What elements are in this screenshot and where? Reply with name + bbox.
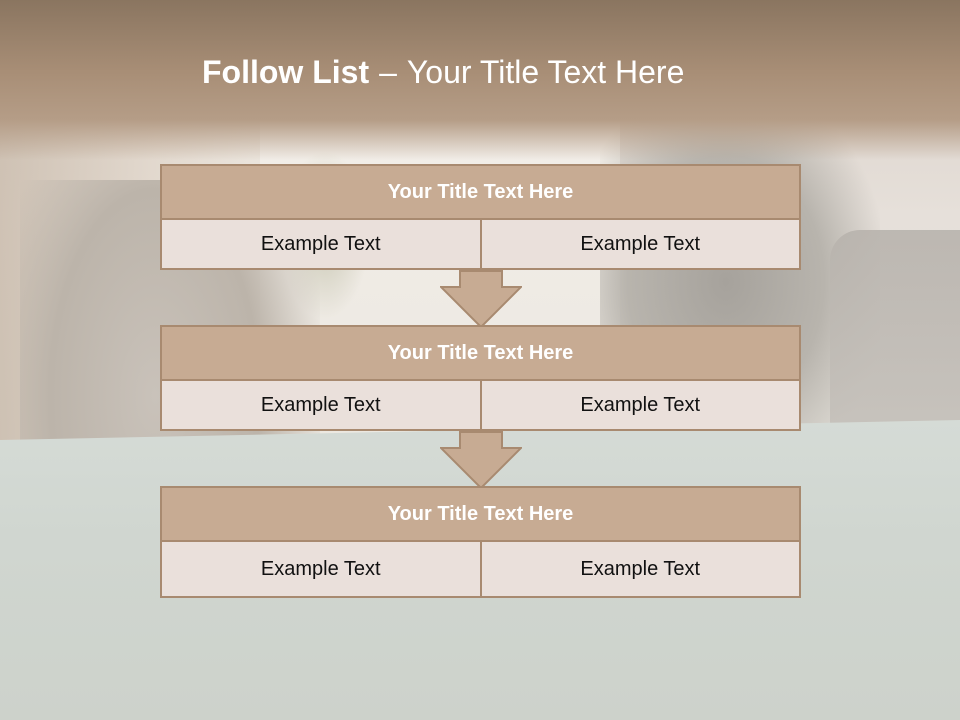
slide-title-separator: –: [379, 54, 397, 90]
block-cell-right[interactable]: Example Text: [479, 220, 799, 268]
list-block-1: Your Title Text Here Example Text Exampl…: [160, 164, 801, 270]
slide-title-bold: Follow List: [202, 54, 370, 90]
block-heading[interactable]: Your Title Text Here: [160, 325, 801, 381]
down-arrow-icon: [440, 431, 522, 489]
down-arrow-icon: [440, 270, 522, 328]
block-row: Example Text Example Text: [160, 381, 801, 431]
block-cell-left[interactable]: Example Text: [162, 542, 480, 596]
block-heading[interactable]: Your Title Text Here: [160, 164, 801, 220]
slide-title[interactable]: Follow List–Your Title Text Here: [202, 54, 684, 91]
block-cell-left[interactable]: Example Text: [162, 220, 480, 268]
title-band: [0, 0, 960, 160]
slide-title-rest: Your Title Text Here: [406, 54, 685, 90]
block-cell-right[interactable]: Example Text: [479, 381, 799, 429]
block-heading[interactable]: Your Title Text Here: [160, 486, 801, 542]
block-cell-right[interactable]: Example Text: [479, 542, 799, 596]
list-block-2: Your Title Text Here Example Text Exampl…: [160, 325, 801, 431]
block-row: Example Text Example Text: [160, 542, 801, 598]
block-row: Example Text Example Text: [160, 220, 801, 270]
block-cell-left[interactable]: Example Text: [162, 381, 480, 429]
list-block-3: Your Title Text Here Example Text Exampl…: [160, 486, 801, 598]
